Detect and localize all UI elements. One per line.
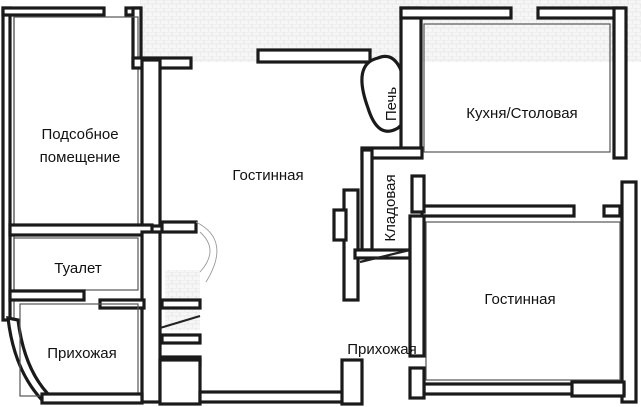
step-diagonal [159, 314, 201, 330]
center-top-wall [256, 48, 372, 64]
left-hall-bottom-wall [40, 392, 144, 405]
stove-wall-right [399, 6, 423, 156]
label-hall-center: Прихожая [347, 341, 417, 358]
right-living-outline [425, 221, 621, 381]
label-kitchen: Кухня/Столовая [466, 105, 577, 122]
left-top-wall [1, 6, 106, 17]
right-living-bottom-right-pier [570, 380, 626, 398]
label-utility-2: помещение [40, 149, 121, 166]
left-hall-curved-wall [6, 315, 51, 403]
label-toilet: Туалет [54, 260, 102, 277]
toilet-bottom-wall [8, 289, 86, 302]
center-left-bottom-pier [158, 358, 202, 406]
kitchen-top-wall-right [536, 6, 626, 20]
kitchen-divider-wall [420, 204, 576, 218]
step-1 [160, 298, 202, 310]
label-utility-1: Подсобное [41, 126, 118, 143]
pantry-left-wall [360, 148, 374, 252]
stove-wall-top [399, 6, 513, 20]
left-center-wall-top [131, 56, 193, 70]
pantry-left-stub [332, 208, 348, 242]
label-living-main: Гостинная [232, 167, 303, 184]
door-swing-left-2 [199, 231, 211, 273]
label-stove: Печь [383, 87, 400, 121]
label-hall-left: Прихожая [47, 345, 117, 362]
pantry-left-lower-wall [342, 188, 360, 302]
left-outer-wall [1, 6, 12, 322]
center-bottom-pier-right [340, 358, 364, 406]
utility-bottom-stub [160, 220, 198, 234]
right-living-bottom-pier [408, 366, 426, 400]
utility-bottom-wall [8, 223, 154, 237]
kitchen-pantry-pier [410, 174, 426, 214]
label-pantry: Кладовая [382, 174, 399, 241]
label-living-right: Гостинная [484, 291, 555, 308]
left-center-wall [140, 58, 162, 228]
right-living-outer-wall [620, 180, 638, 404]
kitchen-outline [423, 23, 611, 153]
pantry-diagonal [359, 248, 411, 264]
kitchen-divider-right [602, 204, 622, 218]
right-living-left-wall [408, 214, 426, 358]
center-bottom-wall [198, 390, 362, 404]
door-swing-left [195, 221, 218, 283]
kitchen-right-wall [612, 6, 628, 160]
step-2 [160, 333, 202, 345]
stove-shape [360, 54, 411, 133]
toilet-right-wall [140, 230, 162, 404]
utility-room-outline [13, 16, 139, 226]
